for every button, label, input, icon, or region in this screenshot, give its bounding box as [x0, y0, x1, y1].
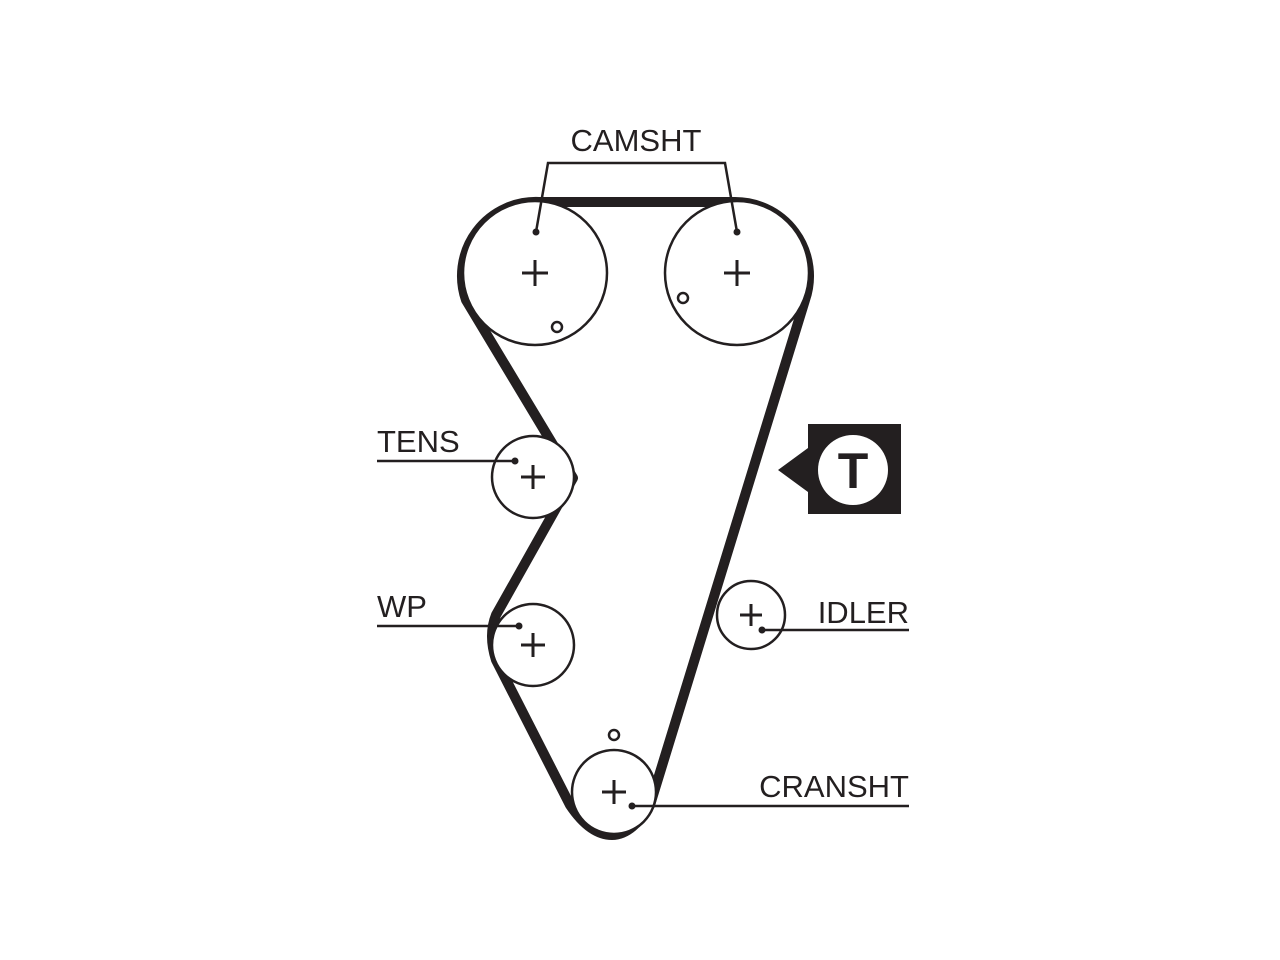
water-pump-label: WP	[377, 589, 427, 624]
timing-mark	[676, 291, 690, 305]
crankshaft-pulley	[570, 728, 658, 836]
camshaft-pulley-right	[663, 199, 811, 347]
camshaft-pulley-left	[461, 199, 609, 347]
idler-callout: IDLER	[758, 595, 909, 634]
tension-badge-letter: T	[838, 443, 869, 499]
water-pump-callout: WP	[377, 589, 523, 630]
water-pump-pulley	[490, 602, 576, 688]
tension-badge: T	[778, 424, 901, 514]
crankshaft-callout: CRANSHT	[628, 769, 909, 810]
tensioner-callout: TENS	[377, 424, 519, 465]
tensioner-label: TENS	[377, 424, 460, 459]
timing-mark	[607, 728, 621, 742]
tensioner-pulley	[490, 434, 576, 520]
crankshaft-label: CRANSHT	[759, 769, 909, 804]
idler-pulley	[715, 579, 787, 651]
idler-label: IDLER	[818, 595, 909, 630]
camshaft-label: CAMSHT	[571, 123, 702, 158]
timing-mark	[550, 320, 564, 334]
camshaft-callout: CAMSHT	[532, 123, 741, 236]
